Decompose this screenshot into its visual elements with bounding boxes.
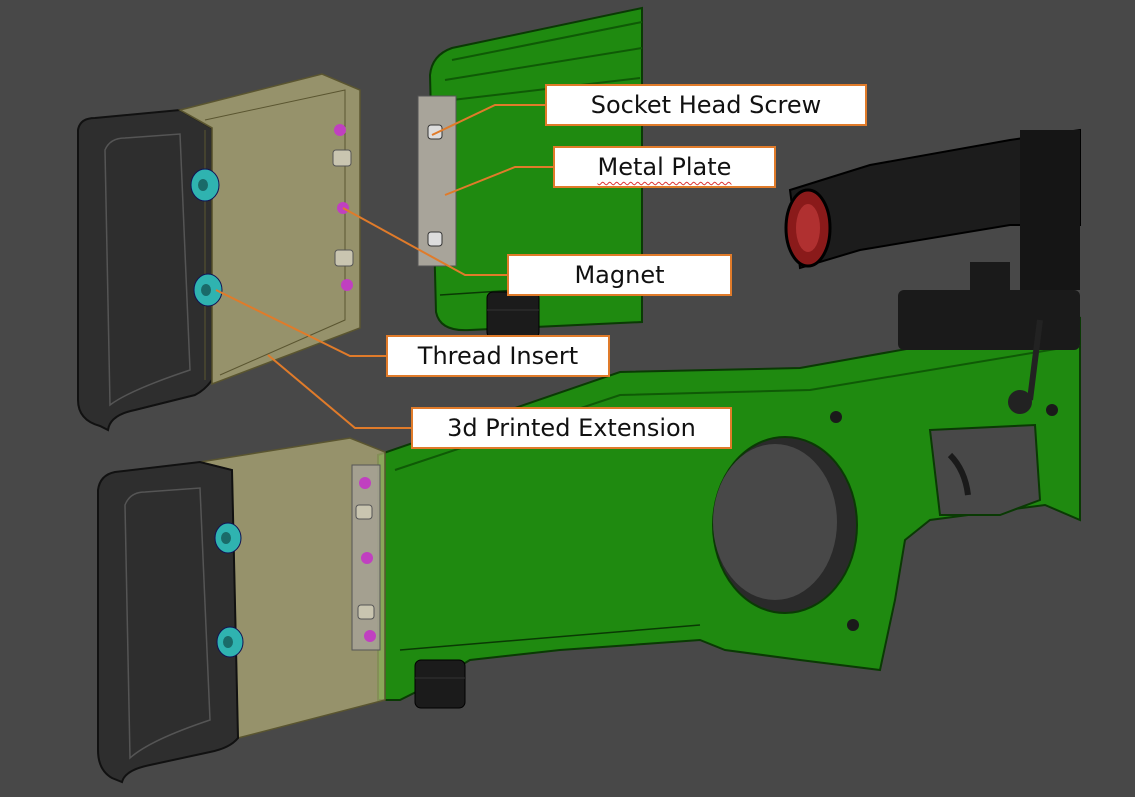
label-text: Magnet (574, 261, 665, 289)
leader-socket-head-screw (431, 104, 545, 136)
socket-head-screw-bottom (427, 231, 443, 247)
exploded-buttpad (77, 108, 213, 432)
label-thread-insert: Thread Insert (386, 335, 610, 377)
label-text: 3d Printed Extension (447, 414, 696, 442)
leader-lines (215, 104, 553, 429)
assembled-extension (199, 437, 386, 739)
leader-magnet (342, 207, 507, 276)
leader-metal-plate (444, 166, 553, 196)
magnets-top (332, 124, 354, 291)
assembled-buttpad (97, 460, 240, 784)
sling-stud-bottom (414, 659, 466, 709)
label-socket-head-screw: Socket Head Screw (545, 84, 867, 126)
thread-insert-top-1 (190, 168, 220, 202)
thread-insert-bottom-1 (214, 522, 242, 554)
thread-insert-bottom-2 (216, 626, 244, 658)
receiver-and-bolt (898, 262, 1080, 414)
exploded-extension (177, 73, 361, 386)
leader-3d-printed-extension (267, 354, 411, 429)
label-3d-printed-extension: 3d Printed Extension (411, 407, 732, 449)
label-text: Metal Plate (597, 153, 732, 181)
sling-stud-top (486, 291, 540, 339)
socket-head-screw-top (427, 124, 443, 140)
label-metal-plate: Metal Plate (553, 146, 776, 188)
label-text: Socket Head Screw (590, 91, 822, 119)
label-text: Thread Insert (417, 342, 579, 370)
leader-thread-insert (215, 289, 386, 357)
scope-render (784, 128, 1081, 290)
thread-insert-top-2 (193, 273, 223, 307)
label-magnet: Magnet (507, 254, 732, 296)
